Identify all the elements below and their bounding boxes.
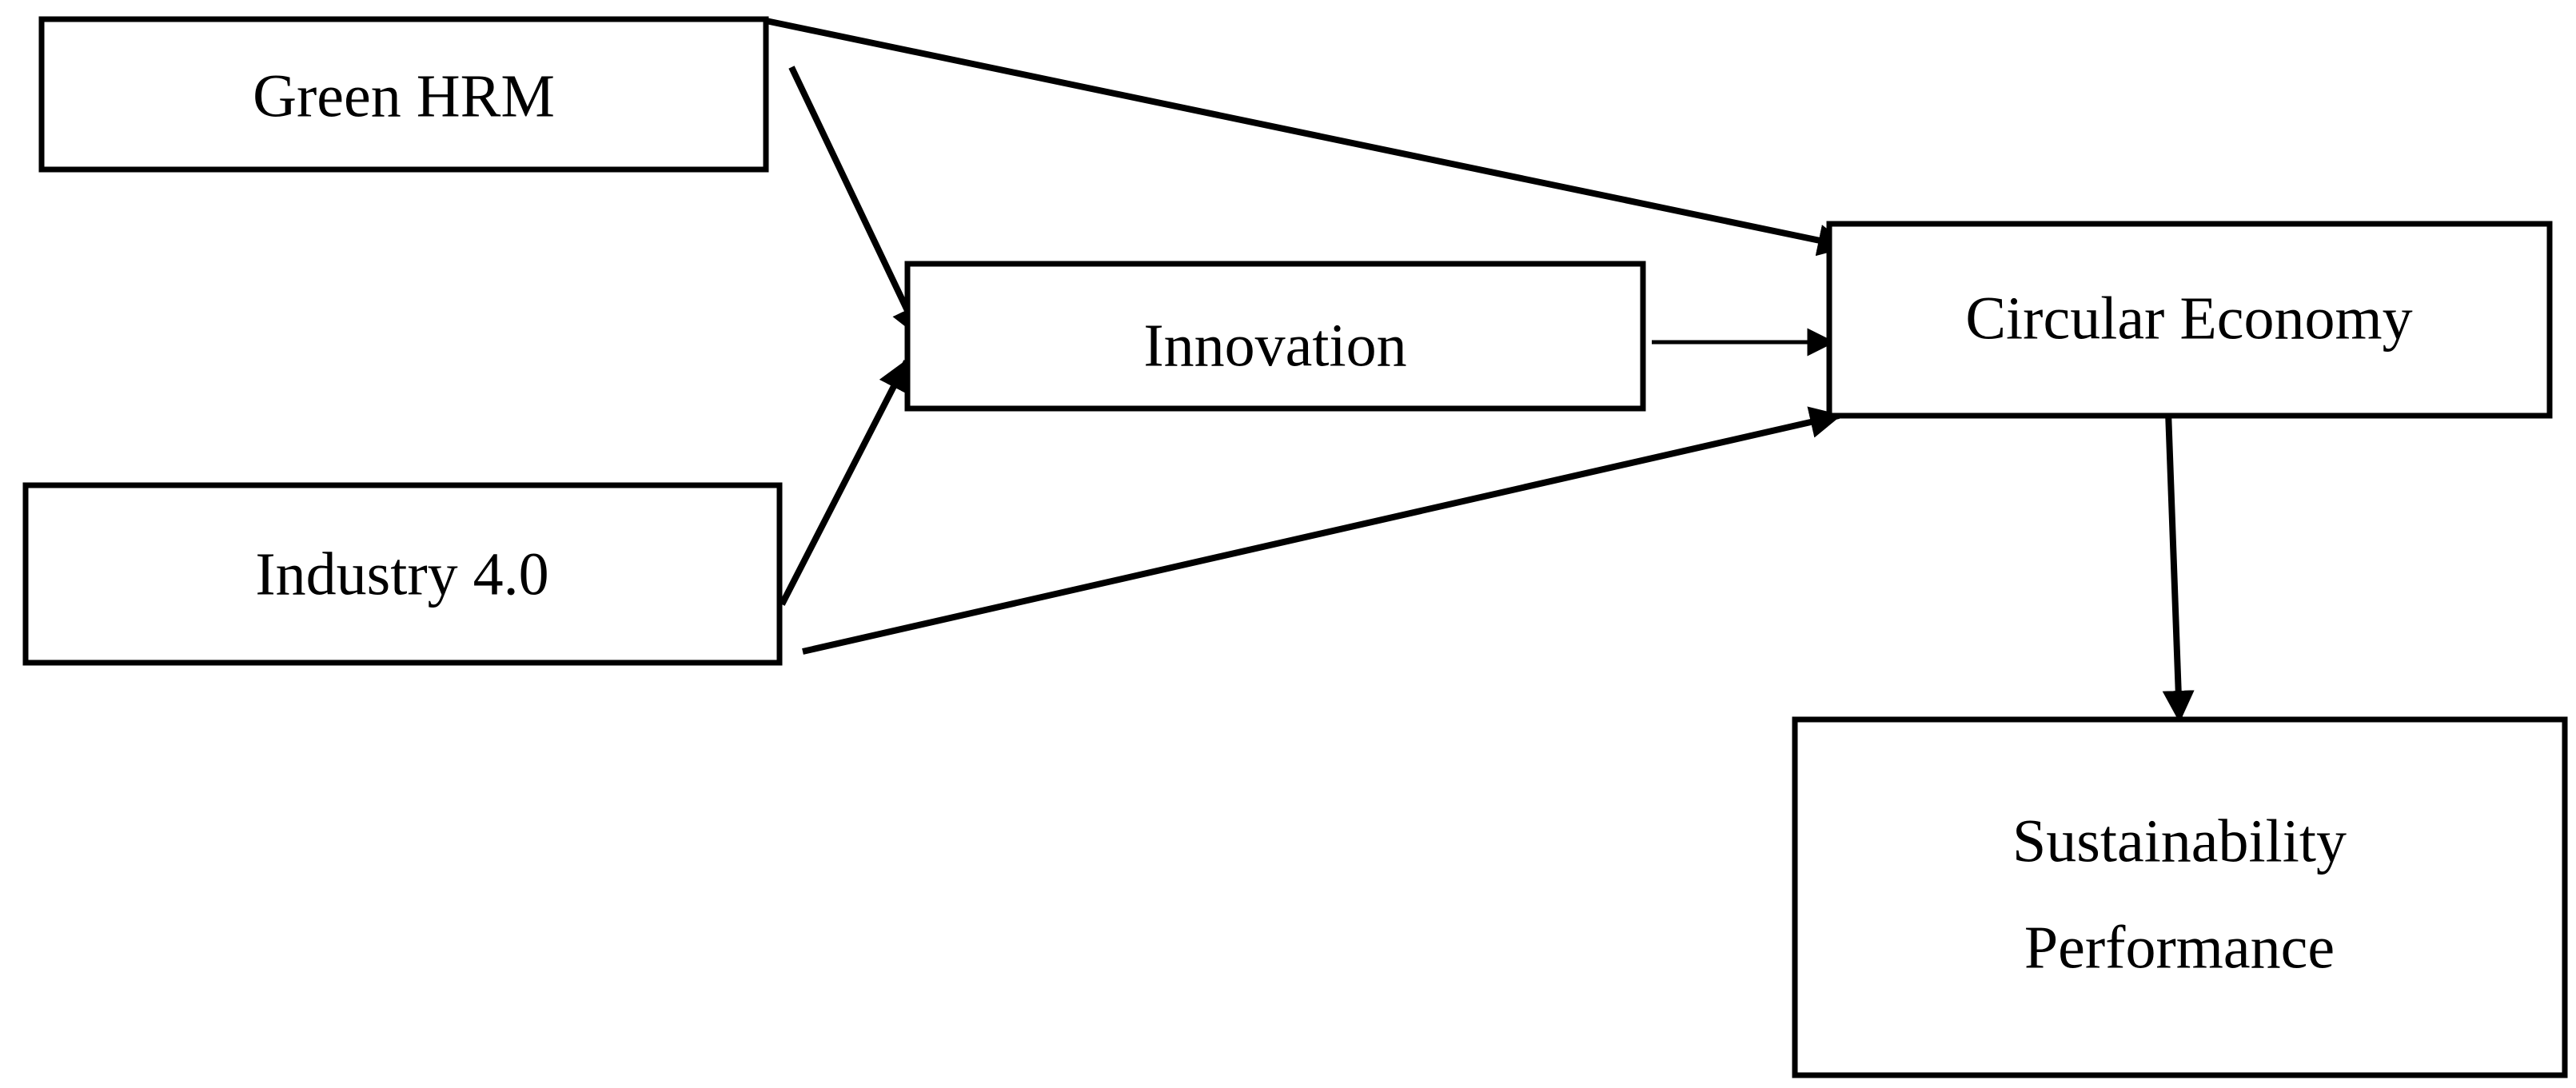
node-green-hrm: Green HRM [38, 16, 769, 173]
node-sustainability-performance: Sustainability Performance [1792, 716, 2568, 1078]
node-sustainability-line2: Performance [2024, 914, 2335, 981]
edge-industry-to-innovation [779, 358, 910, 606]
edge-green-hrm-to-circular-economy [765, 18, 1850, 257]
node-circular-economy-label: Circular Economy [1965, 285, 2412, 352]
edge-industry-to-circular-economy [802, 406, 1842, 655]
edge-green-hrm-to-innovation [788, 66, 923, 339]
node-industry-label: Industry 4.0 [255, 540, 548, 608]
node-innovation: Innovation [904, 261, 1646, 412]
edge-circular-economy-to-sustainability [2162, 411, 2195, 723]
node-circular-economy: Circular Economy [1826, 221, 2553, 419]
node-green-hrm-label: Green HRM [253, 62, 555, 130]
node-industry-4-0: Industry 4.0 [22, 482, 783, 666]
node-sustainability-line1: Sustainability [2012, 807, 2347, 875]
node-innovation-label: Innovation [1143, 312, 1406, 379]
